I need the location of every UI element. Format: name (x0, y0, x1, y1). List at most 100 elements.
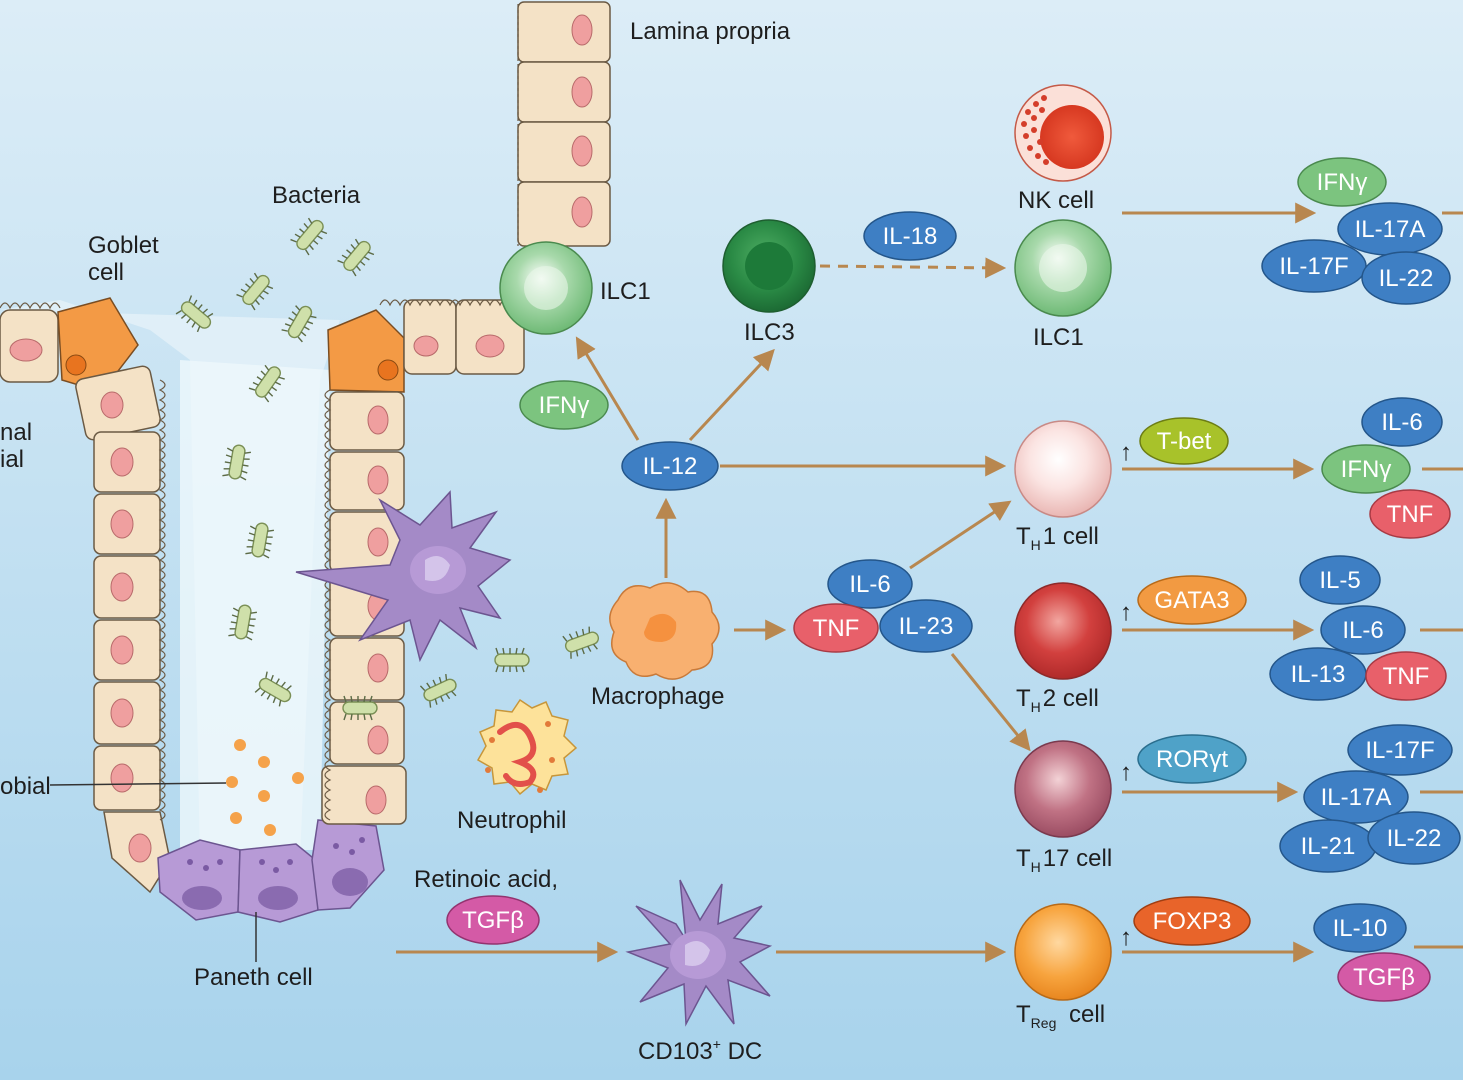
label-nk-cell: NK cell (1018, 187, 1094, 214)
label-th17-cell: TH17 cell (1016, 845, 1112, 875)
treg-cell (1014, 903, 1112, 1001)
svg-text:IL-17F: IL-17F (1365, 737, 1434, 764)
cytokine-cluster-nk: IFNγ IL-17A IL-17F IL-22 (1261, 157, 1451, 305)
cytokine-th2-tnf (1365, 651, 1447, 701)
crypt-column-left (75, 365, 171, 894)
cytokine-cluster-th17: IL-17F IL-17A IL-21 IL-22 (1279, 724, 1461, 873)
svg-text:IL-23: IL-23 (899, 613, 954, 640)
arrow-ilc3-to-ilc1 (819, 257, 1007, 279)
cytokine-tgfb-left: TGFβ (446, 895, 540, 945)
epithelial-column-top (517, 1, 611, 247)
svg-text:IL-13: IL-13 (1291, 661, 1346, 688)
cytokine-il18: IL-18 (863, 211, 957, 261)
cytokine-cluster-th1: IL-6 IFNγ TNF (1321, 397, 1451, 539)
arrows (396, 202, 1463, 963)
svg-text:IL-10: IL-10 (1333, 915, 1388, 942)
cytokine-th17-il17f (1347, 724, 1453, 776)
arrow-il12-to-ilc3 (688, 348, 775, 442)
svg-text:RORγt: RORγt (1156, 746, 1228, 773)
cytokine-th1-il6 (1361, 397, 1443, 447)
cytokine-th1-ifng (1321, 444, 1411, 494)
cytokine-il6-mid (827, 559, 913, 609)
ilc1-top-cell (499, 241, 593, 335)
svg-text:TNF: TNF (813, 615, 860, 642)
label-bacteria: Bacteria (272, 182, 361, 209)
crypt-column-right (321, 299, 525, 825)
svg-text:TNF: TNF (1387, 501, 1434, 528)
svg-text:GATA3: GATA3 (1154, 587, 1229, 614)
cytokine-th17-il22 (1367, 811, 1461, 865)
label-treg-cell: TReg cell (1016, 1001, 1105, 1031)
tf-foxp3: ↑ FOXP3 (1120, 896, 1251, 951)
svg-text:IL-6: IL-6 (1342, 617, 1383, 644)
svg-text:↑: ↑ (1120, 759, 1132, 786)
svg-text:IL-18: IL-18 (883, 223, 938, 250)
cytokine-cluster-macrophage: IL-6 TNF IL-23 (793, 559, 973, 653)
arrow-il6-to-th1 (909, 500, 1012, 570)
label-neutrophil: Neutrophil (457, 807, 566, 834)
svg-text:IL-5: IL-5 (1319, 567, 1360, 594)
epithelial-row-left (0, 297, 139, 393)
label-ilc3: ILC3 (744, 319, 795, 346)
paneth-cells (157, 819, 385, 923)
epithelium (0, 1, 611, 923)
arrow-il23-to-th17 (950, 653, 1031, 752)
th2-cell (1014, 582, 1112, 680)
macrophage (609, 582, 720, 680)
dendritic-cell-crypt (295, 490, 512, 663)
cytokine-tnf-mid (793, 603, 879, 653)
svg-text:IL-6: IL-6 (1381, 409, 1422, 436)
label-paneth-cell: Paneth cell (194, 964, 313, 991)
label-ilc1-top: ILC1 (600, 278, 651, 305)
svg-text:TNF: TNF (1383, 663, 1430, 690)
arrow-il12-to-ilc1 (575, 336, 640, 441)
cytokine-nk-ifng (1297, 157, 1387, 207)
label-goblet-line1: Goblet (88, 232, 159, 259)
tf-tbet: ↑ T-bet (1120, 417, 1229, 466)
svg-text:IL-6: IL-6 (849, 571, 890, 598)
nk-cell (1014, 84, 1112, 182)
svg-text:T-bet: T-bet (1157, 428, 1212, 455)
label-th2-cell: TH2 cell (1016, 685, 1099, 715)
svg-text:↑: ↑ (1120, 924, 1132, 951)
cytokine-th2-il5 (1299, 555, 1381, 605)
cytokine-treg-tgfb (1337, 952, 1431, 1002)
svg-text:TGFβ: TGFβ (462, 907, 524, 934)
svg-text:TGFβ: TGFβ (1353, 964, 1415, 991)
svg-text:IL-17F: IL-17F (1279, 253, 1348, 280)
label-retinoic-acid: Retinoic acid, (414, 866, 558, 893)
cd103-dc-cell (625, 879, 773, 1027)
label-lamina-propria: Lamina propria (630, 18, 791, 45)
th1-cell (1014, 420, 1112, 518)
svg-text:IL-21: IL-21 (1301, 833, 1356, 860)
label-epithelial-line1: nal (0, 419, 32, 446)
cytokine-th1-tnf (1369, 489, 1451, 539)
label-goblet-line2: cell (88, 259, 124, 286)
svg-text:IL-17A: IL-17A (1355, 216, 1426, 243)
neutrophil (476, 698, 578, 796)
ilc1-right-cell (1014, 219, 1112, 317)
tf-rorgt: ↑ RORγt (1120, 734, 1247, 786)
svg-text:IL-17A: IL-17A (1321, 784, 1392, 811)
cytokine-cluster-treg: IL-10 TGFβ (1313, 903, 1431, 1002)
svg-text:IL-12: IL-12 (643, 453, 698, 480)
antimicrobial-leader (49, 782, 227, 786)
label-epithelial-line2: ial (0, 446, 24, 473)
svg-text:IFNγ: IFNγ (1341, 456, 1392, 483)
cytokine-ifng-left: IFNγ (519, 380, 609, 430)
cytokine-nk-il22 (1361, 251, 1451, 305)
cytokine-il12: IL-12 (621, 441, 719, 491)
svg-text:IFNγ: IFNγ (539, 392, 590, 419)
svg-text:IL-22: IL-22 (1379, 265, 1434, 292)
ilc3-cell (722, 219, 816, 313)
label-antimicrobial: obial (0, 773, 51, 800)
label-ilc1-right: ILC1 (1033, 324, 1084, 351)
cytokine-treg-il10 (1313, 903, 1407, 953)
label-th1-cell: TH1 cell (1016, 523, 1099, 553)
svg-text:IFNγ: IFNγ (1317, 169, 1368, 196)
svg-text:↑: ↑ (1120, 439, 1132, 466)
cytokine-th2-il6 (1320, 605, 1406, 655)
label-cd103-dc: CD103+ DC (638, 1036, 762, 1065)
